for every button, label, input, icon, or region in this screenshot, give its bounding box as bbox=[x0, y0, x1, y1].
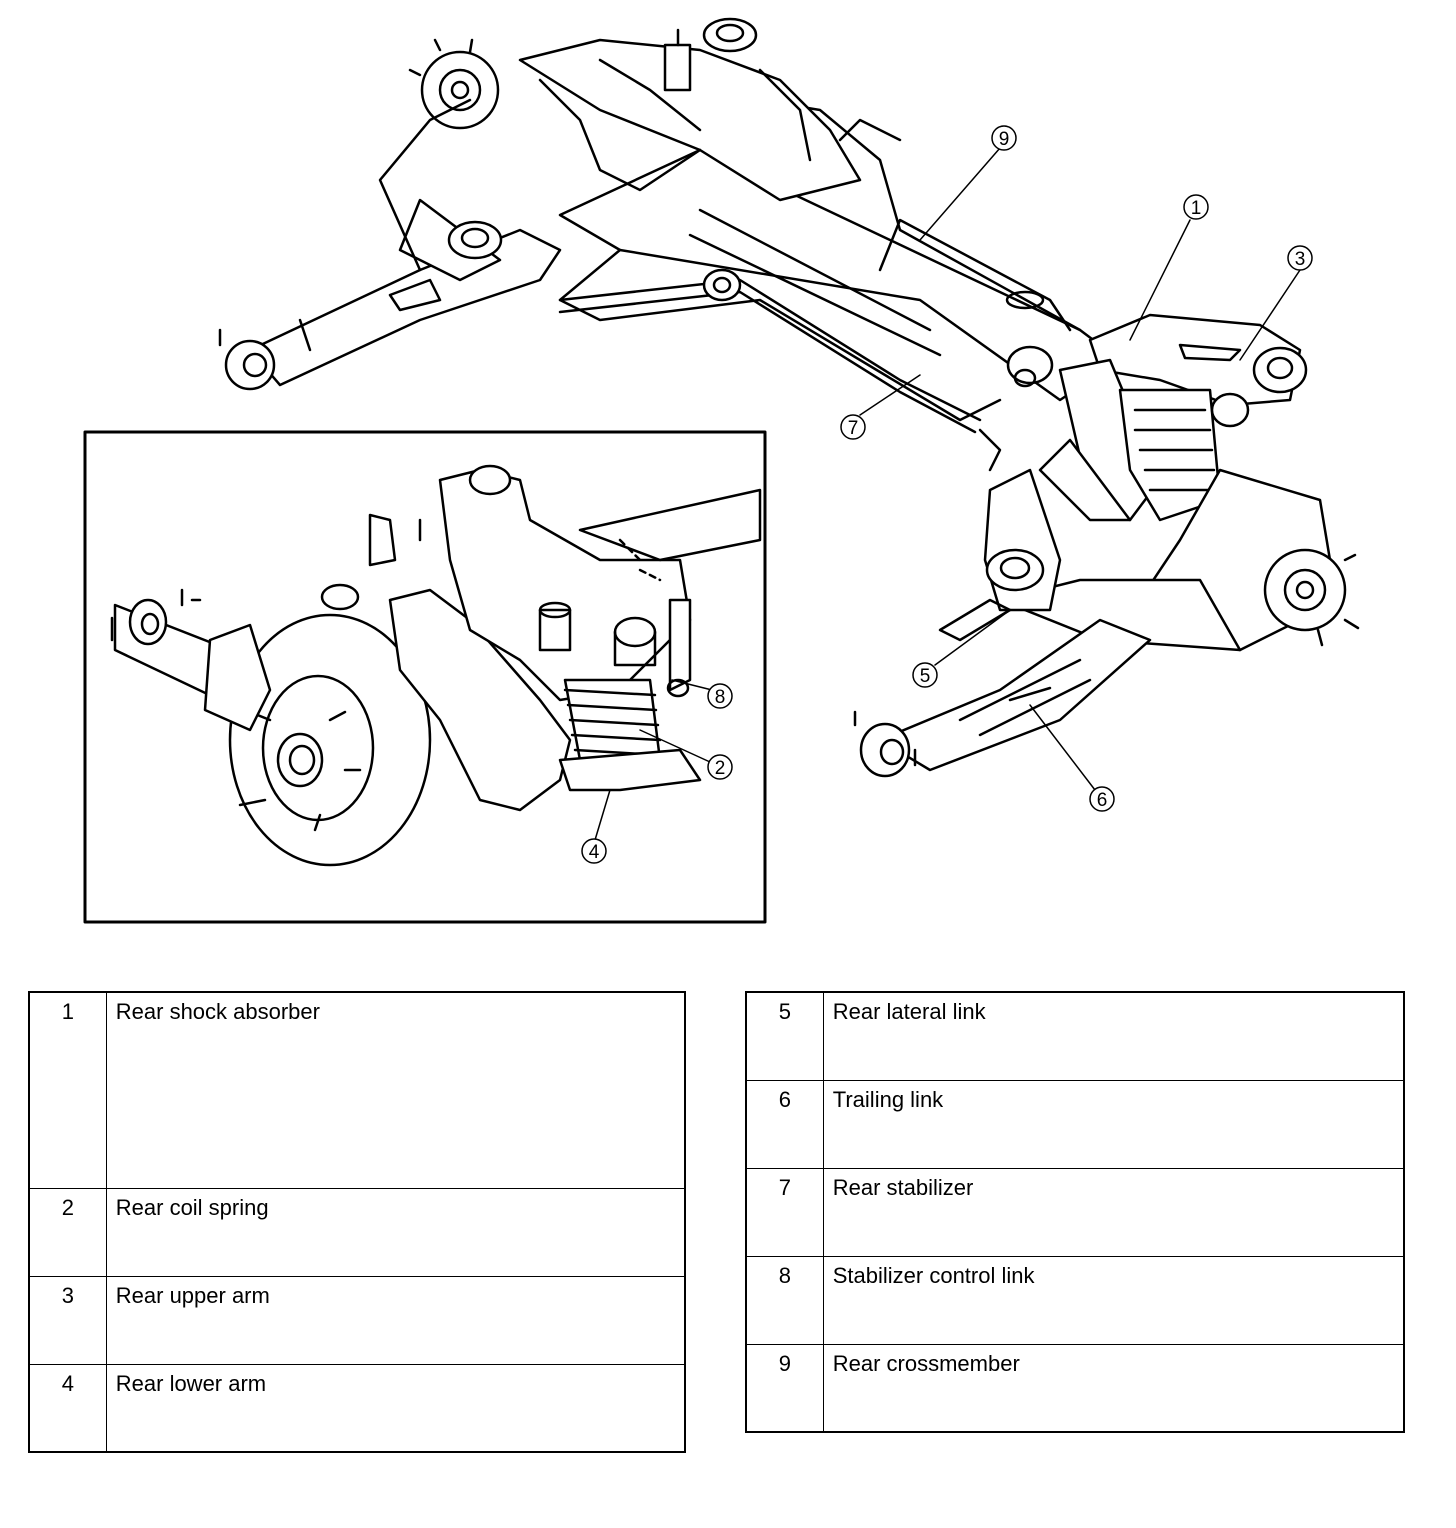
legend-row: 7 Rear stabilizer bbox=[745, 1167, 1405, 1257]
inset-detail bbox=[83, 430, 767, 924]
legend-number: 1 bbox=[28, 991, 107, 1189]
legend-row: 8 Stabilizer control link bbox=[745, 1255, 1405, 1345]
rear-stabilizer-drawing bbox=[558, 268, 1002, 472]
legend-row: 5 Rear lateral link bbox=[745, 991, 1405, 1081]
legend-number: 3 bbox=[28, 1275, 107, 1365]
callout-1: 1 bbox=[1183, 194, 1209, 220]
svg-text:1: 1 bbox=[1191, 198, 1202, 219]
legend-table-right: 5 Rear lateral link 6 Trailing link 7 Re… bbox=[745, 991, 1405, 1433]
legend-row: 4 Rear lower arm bbox=[28, 1363, 686, 1453]
svg-text:9: 9 bbox=[999, 129, 1010, 150]
callout-8: 8 bbox=[707, 683, 733, 709]
left-side-frame bbox=[408, 17, 902, 202]
legend-table-left: 1 Rear shock absorber 2 Rear coil spring… bbox=[28, 991, 686, 1453]
legend-number: 5 bbox=[745, 991, 824, 1081]
callout-9: 9 bbox=[991, 125, 1017, 151]
legend-number: 6 bbox=[745, 1079, 824, 1169]
legend-label: Stabilizer control link bbox=[822, 1255, 1405, 1345]
legend-row: 6 Trailing link bbox=[745, 1079, 1405, 1169]
legend-row: 3 Rear upper arm bbox=[28, 1275, 686, 1365]
legend-number: 4 bbox=[28, 1363, 107, 1453]
legend-label: Rear upper arm bbox=[105, 1275, 686, 1365]
legend-number: 2 bbox=[28, 1187, 107, 1277]
svg-text:7: 7 bbox=[848, 418, 859, 439]
svg-text:5: 5 bbox=[920, 666, 931, 687]
callout-5: 5 bbox=[912, 662, 938, 688]
callout-7: 7 bbox=[840, 414, 866, 440]
callout-4: 4 bbox=[581, 838, 607, 864]
callout-3: 3 bbox=[1287, 245, 1313, 271]
legend-label: Rear shock absorber bbox=[105, 991, 686, 1189]
legend-number: 9 bbox=[745, 1343, 824, 1433]
svg-text:6: 6 bbox=[1097, 790, 1108, 811]
legend-label: Rear lateral link bbox=[822, 991, 1405, 1081]
legend-number: 8 bbox=[745, 1255, 824, 1345]
legend-row: 1 Rear shock absorber bbox=[28, 991, 686, 1189]
right-side-assembly bbox=[853, 313, 1360, 778]
svg-text:8: 8 bbox=[715, 687, 726, 708]
legend-number: 7 bbox=[745, 1167, 824, 1257]
legend-label: Rear coil spring bbox=[105, 1187, 686, 1277]
callout-6: 6 bbox=[1089, 786, 1115, 812]
callout-leaders bbox=[594, 147, 1301, 841]
svg-text:2: 2 bbox=[715, 758, 726, 779]
svg-text:4: 4 bbox=[589, 842, 600, 863]
legend-label: Rear crossmember bbox=[822, 1343, 1405, 1433]
legend-label: Trailing link bbox=[822, 1079, 1405, 1169]
legend-row: 2 Rear coil spring bbox=[28, 1187, 686, 1277]
legend-label: Rear lower arm bbox=[105, 1363, 686, 1453]
legend-label: Rear stabilizer bbox=[822, 1167, 1405, 1257]
main-suspension-assembly bbox=[218, 17, 1360, 778]
callout-2: 2 bbox=[707, 754, 733, 780]
legend-row: 9 Rear crossmember bbox=[745, 1343, 1405, 1433]
suspension-diagram: 1 2 3 4 5 6 7 8 9 bbox=[83, 17, 1360, 924]
left-lower-link bbox=[218, 98, 562, 391]
svg-text:3: 3 bbox=[1295, 249, 1306, 270]
